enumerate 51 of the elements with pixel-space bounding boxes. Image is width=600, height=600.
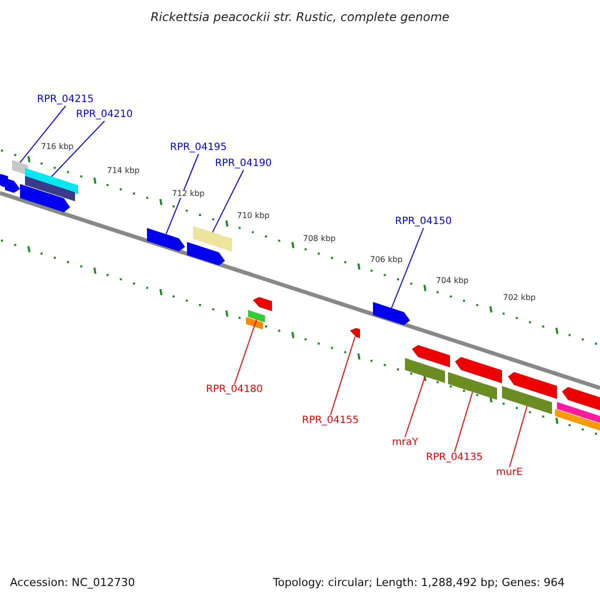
scale-label: 714 kbp [107, 167, 140, 175]
scale-label: 712 kbp [172, 190, 205, 198]
gene-block [253, 296, 272, 312]
gene-label: RPR_04190 [215, 159, 272, 169]
leader-line [166, 154, 199, 235]
leader-line [454, 391, 473, 452]
gene-block [147, 228, 185, 252]
gene-label: RPR_04195 [170, 143, 227, 153]
gene-label: RPR_04150 [395, 217, 452, 227]
scale-label: 706 kbp [370, 256, 403, 264]
gene-label: RPR_04210 [76, 110, 133, 120]
map-title: Rickettsia peacockii str. Rustic, complete genome [150, 11, 450, 23]
feature-block [555, 409, 600, 432]
feature-block [557, 402, 600, 425]
gene-label: mraY [392, 438, 418, 448]
gene-block [187, 242, 225, 266]
leader-line [212, 170, 244, 233]
gene-block [20, 184, 70, 212]
leader-line [391, 228, 424, 309]
feature-block [502, 386, 552, 414]
footer-text: Accession: NC_012730 [10, 577, 136, 588]
gene-block [562, 386, 600, 412]
feature-block [448, 372, 497, 400]
gene-label: RPR_04135 [426, 453, 483, 463]
gene-label: RPR_04180 [206, 385, 263, 395]
gene-label: RPR_04215 [37, 95, 94, 105]
gene-block [5, 178, 20, 193]
footer-text: Topology: circular; Length: 1,288,492 bp; Genes: 964 [273, 577, 565, 588]
feature-block [248, 310, 265, 323]
leader-line [234, 319, 257, 384]
leader-line [404, 376, 426, 438]
gene-label: murE [496, 468, 523, 478]
scale-label: 716 kbp [41, 143, 74, 151]
scale-label: 710 kbp [237, 212, 270, 220]
gene-block [350, 328, 360, 338]
scale-label: 708 kbp [303, 235, 336, 243]
gene-label: RPR_04155 [302, 416, 359, 426]
leader-line [20, 106, 66, 164]
feature-block [246, 317, 263, 330]
leader-line [51, 120, 105, 178]
gene-block [0, 174, 8, 188]
gene-block [508, 372, 557, 399]
scale-label: 702 kbp [503, 294, 536, 302]
feature-block [193, 226, 232, 252]
gene-block [455, 356, 502, 384]
scale-label: 704 kbp [436, 277, 469, 285]
gene-block [373, 302, 410, 326]
feature-block [25, 176, 75, 202]
leader-line [330, 336, 356, 416]
feature-block [405, 358, 445, 383]
gene-block [412, 344, 450, 368]
